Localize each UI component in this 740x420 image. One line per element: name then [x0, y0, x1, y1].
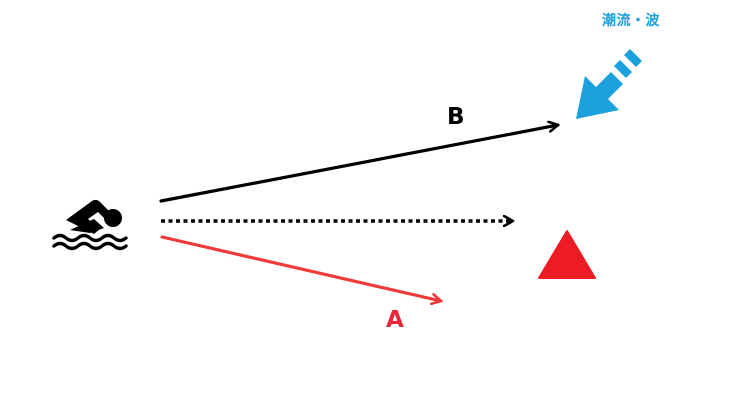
wave-lines-icon — [52, 233, 128, 251]
route-a-label: A — [386, 307, 404, 333]
swimmer-icon — [66, 199, 122, 234]
current-arrow-icon — [576, 49, 642, 119]
route-b-label: B — [447, 104, 465, 130]
goal-triangle-icon — [538, 230, 596, 279]
route-a-arrow — [160, 235, 443, 301]
route-b-arrow — [159, 125, 560, 203]
current-wave-label: 潮流・波 — [602, 13, 660, 29]
